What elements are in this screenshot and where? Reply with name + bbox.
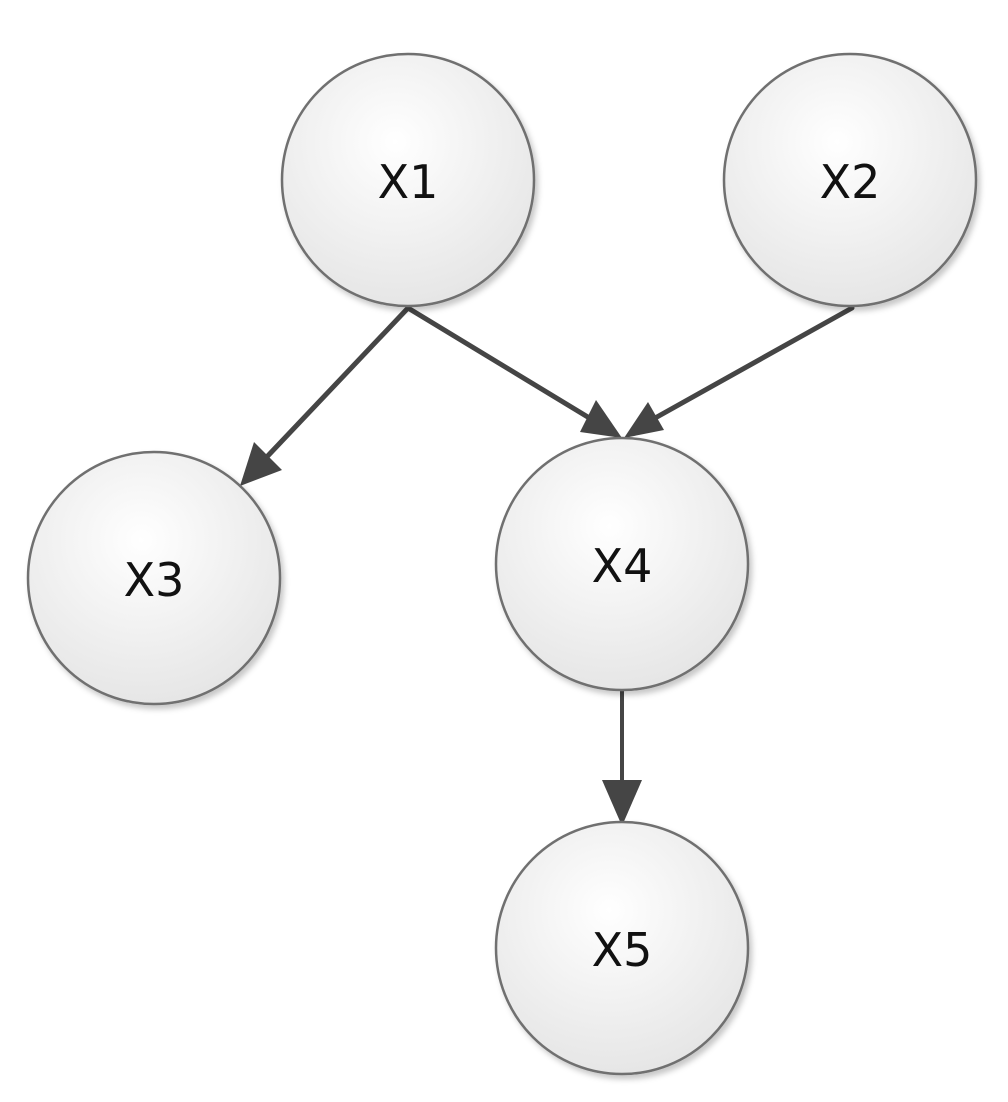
node-label: X2	[820, 155, 881, 209]
node-label: X3	[124, 553, 185, 607]
arrowhead	[240, 442, 282, 486]
edge-x2-x4	[624, 305, 855, 438]
arrowhead	[580, 400, 622, 438]
edge-x4-x5	[602, 686, 642, 826]
node-label: X4	[592, 539, 653, 593]
node-x1: X1	[280, 52, 536, 308]
edge-x1-x4	[405, 305, 622, 438]
node-x3: X3	[26, 450, 282, 706]
node-label: X1	[378, 155, 439, 209]
arrowhead	[624, 402, 664, 438]
node-label: X5	[592, 923, 653, 977]
node-x4: X4	[494, 436, 750, 692]
edge-x1-x3	[240, 305, 411, 486]
edges	[240, 305, 855, 826]
node-x2: X2	[722, 52, 978, 308]
arrowhead	[602, 780, 642, 826]
node-x5: X5	[494, 820, 750, 1076]
